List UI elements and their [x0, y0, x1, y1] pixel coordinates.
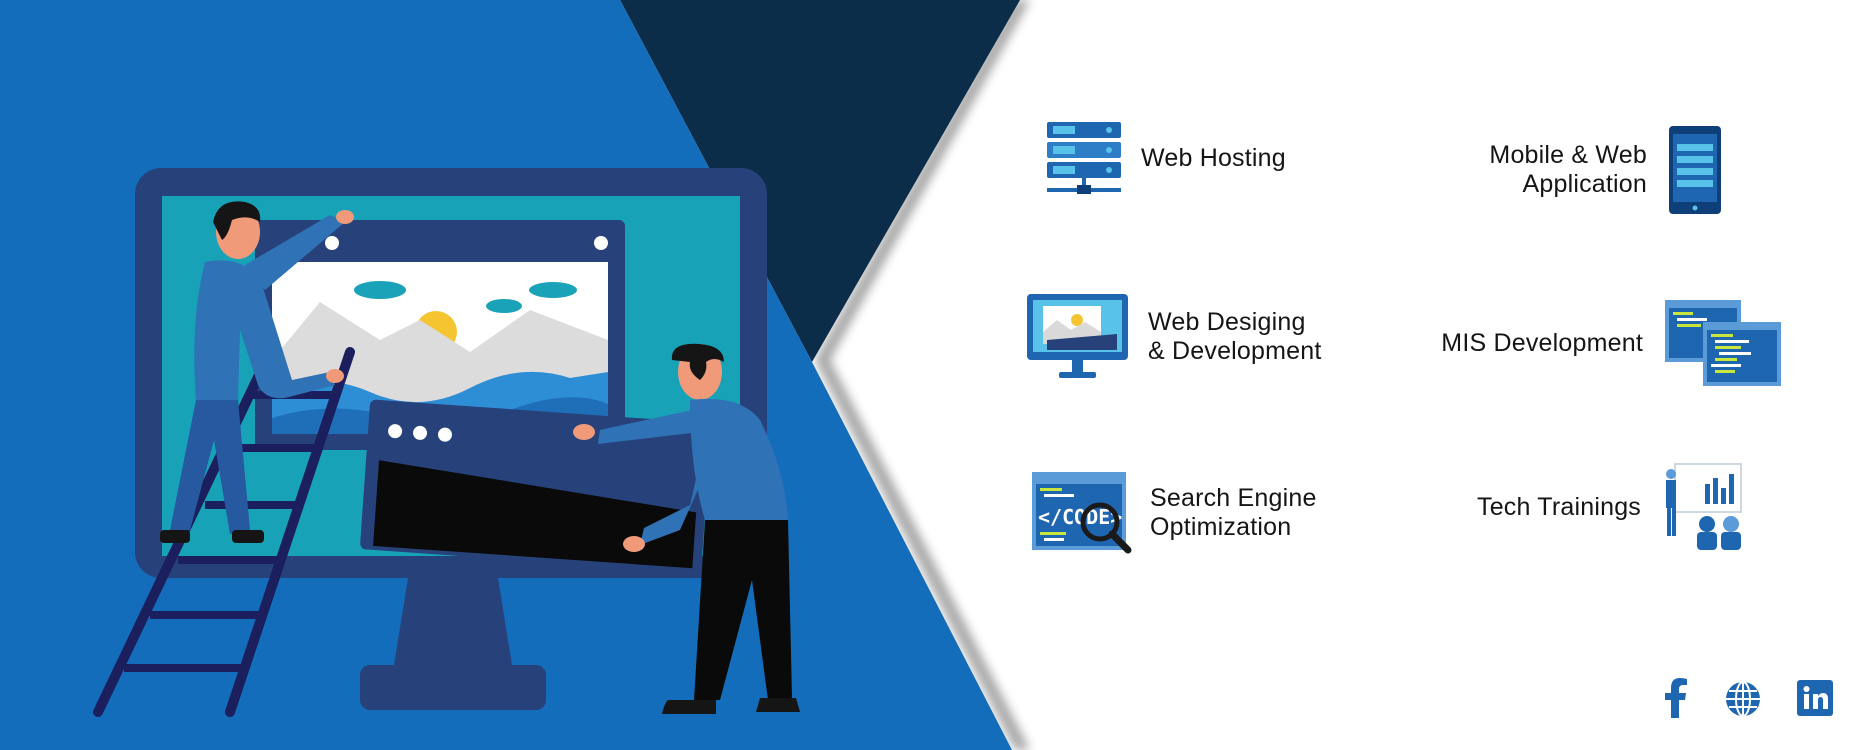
service-label: Web Desiging & Development [1148, 308, 1322, 365]
dark-wedge [620, 0, 1020, 362]
service-tech-trainings: Tech Trainings [1477, 462, 1745, 552]
facebook-icon [1665, 678, 1687, 718]
linkedin-icon [1797, 680, 1833, 716]
service-label: MIS Development [1441, 328, 1643, 357]
service-seo: </CODE> Search Engine Optimization [1030, 470, 1317, 556]
server-rack-icon [1047, 122, 1121, 194]
service-label: Search Engine Optimization [1150, 484, 1317, 541]
service-web-designing: Web Desiging & Development [1025, 292, 1322, 382]
service-label: Web Hosting [1141, 143, 1286, 172]
globe-icon [1726, 681, 1760, 717]
service-label: Mobile & Web Application [1489, 141, 1647, 198]
facebook-link[interactable] [1663, 678, 1689, 723]
linkedin-link[interactable] [1797, 680, 1833, 721]
service-mobile-web: Mobile & Web Application [1489, 124, 1723, 216]
code-magnifier-icon: </CODE> [1032, 472, 1132, 554]
presentation-board-icon [1666, 463, 1742, 550]
code-windows-icon [1665, 300, 1781, 386]
website-link[interactable] [1724, 680, 1762, 723]
service-mis: MIS Development [1441, 298, 1783, 388]
mobile-phone-icon [1669, 126, 1721, 214]
service-web-hosting: Web Hosting [1045, 120, 1286, 196]
service-label: Tech Trainings [1477, 492, 1641, 521]
monitor-icon [1027, 294, 1128, 378]
